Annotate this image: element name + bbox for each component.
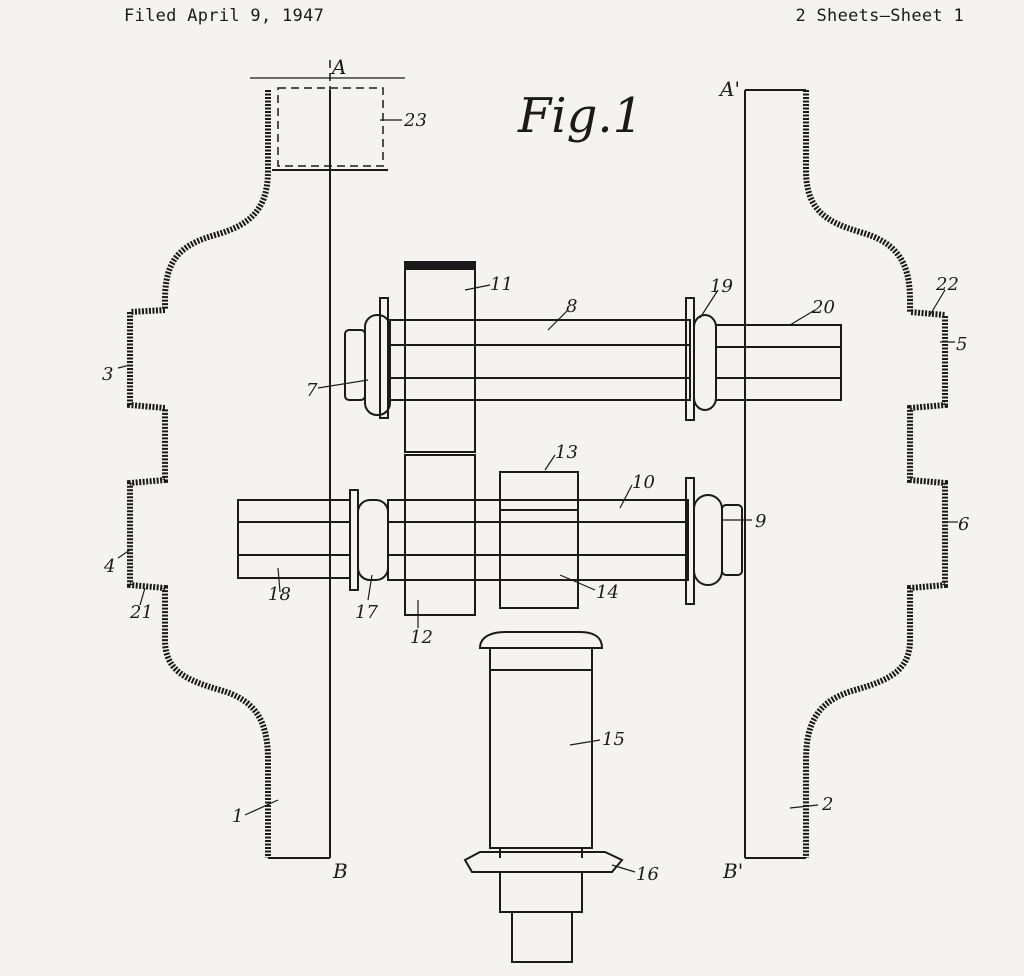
- filed-date: Filed April 9, 1947: [124, 6, 325, 26]
- ref-10: 10: [632, 472, 655, 493]
- sheet-number: 2 Sheets—Sheet 1: [795, 6, 964, 26]
- ref-16: 16: [636, 864, 659, 885]
- right-housing: [744, 89, 948, 859]
- section-mark-b: B: [332, 859, 348, 883]
- ref-13: 13: [555, 442, 578, 463]
- upper-shaft-assembly: [344, 261, 842, 453]
- bevel-gear-section: [499, 471, 579, 609]
- ref-4: 4: [103, 556, 115, 577]
- ref-6: 6: [958, 514, 969, 535]
- ref-3: 3: [102, 364, 113, 385]
- output-shaft: [463, 631, 624, 963]
- ref-21: 21: [129, 602, 153, 623]
- ref-15: 15: [602, 729, 625, 750]
- ref-19: 19: [710, 276, 733, 297]
- ref-18: 18: [268, 584, 291, 605]
- section-mark-a-prime: A': [718, 77, 740, 101]
- lower-shaft-assembly: [237, 454, 743, 616]
- leader-lines: [117, 119, 958, 873]
- figure-title: Fig.1: [517, 88, 643, 144]
- ref-2: 2: [821, 794, 833, 815]
- ref-22: 22: [935, 274, 959, 295]
- section-mark-a: A: [330, 55, 346, 79]
- ref-20: 20: [811, 297, 835, 318]
- ref-5: 5: [956, 334, 967, 355]
- ref-9: 9: [755, 511, 766, 532]
- ref-12: 12: [410, 627, 433, 648]
- section-mark-b-prime: B': [722, 859, 743, 883]
- ref-11: 11: [490, 274, 513, 295]
- ref-8: 8: [566, 296, 577, 317]
- ref-14: 14: [596, 582, 619, 603]
- left-housing: [127, 60, 405, 859]
- ref-7: 7: [306, 380, 318, 401]
- ref-1: 1: [232, 806, 243, 827]
- ref-17: 17: [355, 602, 378, 623]
- ref-23: 23: [403, 110, 427, 131]
